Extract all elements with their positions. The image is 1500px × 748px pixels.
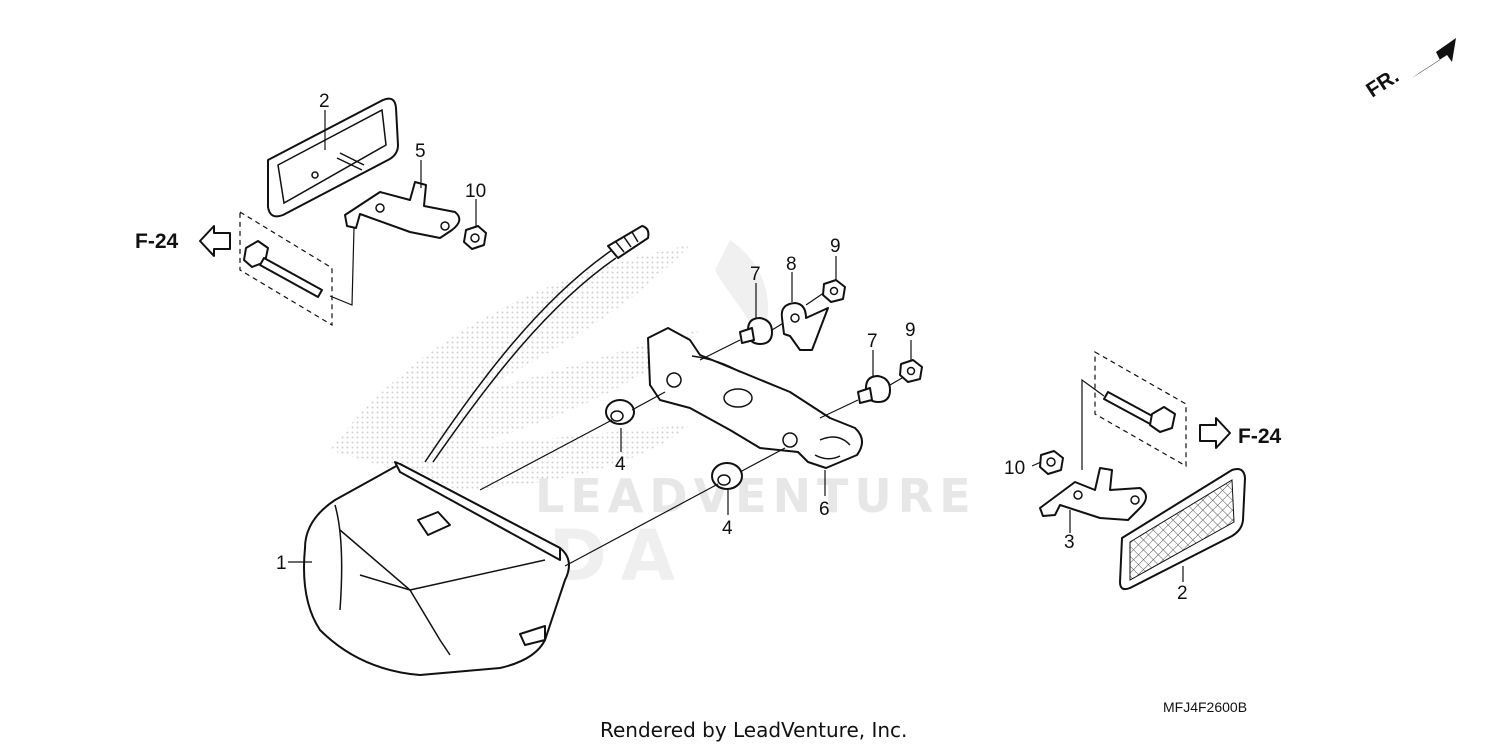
front-direction-indicator: FR. (1362, 38, 1456, 102)
callout-10-left[interactable]: 10 (465, 181, 486, 202)
callout-leaders (288, 110, 1184, 582)
callout-7-right[interactable]: 7 (867, 331, 878, 352)
callout-1[interactable]: 1 (276, 553, 287, 574)
part-2-reflector-left[interactable] (267, 97, 399, 218)
part-5-bracket-left[interactable] (344, 181, 461, 239)
callout-9-left[interactable]: 9 (830, 236, 841, 257)
callout-8[interactable]: 8 (786, 254, 797, 275)
callout-7-left[interactable]: 7 (750, 264, 761, 285)
callout-6[interactable]: 6 (819, 499, 830, 520)
watermark-text: LEADVENTURE (535, 469, 977, 523)
part-7-collar-right[interactable] (819, 375, 903, 419)
reference-left-label: F-24 (135, 230, 179, 253)
callout-2-bottom[interactable]: 2 (1177, 583, 1188, 604)
part-4-grommet-lower[interactable] (564, 447, 786, 567)
callout-4-upper[interactable]: 4 (615, 454, 626, 475)
callout-4-lower[interactable]: 4 (722, 518, 733, 539)
callout-3[interactable]: 3 (1064, 532, 1075, 553)
part-10-nut-right[interactable] (1039, 450, 1064, 475)
part-8-clamp[interactable] (780, 289, 829, 351)
bolt-left[interactable] (239, 210, 355, 327)
reference-right[interactable]: F-24 (1199, 417, 1282, 449)
callout-10-right[interactable]: 10 (1004, 458, 1025, 479)
bolt-right[interactable] (1081, 350, 1187, 470)
part-2-reflector-right[interactable] (1119, 468, 1246, 591)
right-arrow-icon (1199, 417, 1231, 449)
callout-9-right[interactable]: 9 (905, 320, 916, 341)
callout-2-top[interactable]: 2 (319, 91, 330, 112)
footer-credit: Rendered by LeadVenture, Inc. (600, 718, 907, 742)
callout-5[interactable]: 5 (415, 141, 426, 162)
diagram-code: MFJ4F2600B (1163, 699, 1247, 715)
left-arrow-icon (199, 225, 231, 257)
reference-left[interactable]: F-24 (135, 225, 231, 257)
watermark-wing (330, 240, 769, 490)
part-9-nut-left[interactable] (822, 279, 846, 303)
part-10-nut-left[interactable] (463, 225, 487, 250)
part-9-nut-right[interactable] (899, 359, 923, 383)
part-6-stay-bracket[interactable] (647, 327, 863, 469)
part-7-collar-left[interactable] (699, 317, 786, 361)
front-arrow-icon (1412, 38, 1456, 78)
reference-right-label: F-24 (1238, 425, 1282, 448)
part-1-tail-light[interactable] (303, 461, 570, 676)
front-direction-label: FR. (1362, 64, 1403, 102)
part-3-bracket-right[interactable] (1039, 467, 1147, 521)
part-4-grommet-upper[interactable] (479, 391, 666, 491)
wire-harness[interactable] (424, 225, 650, 463)
